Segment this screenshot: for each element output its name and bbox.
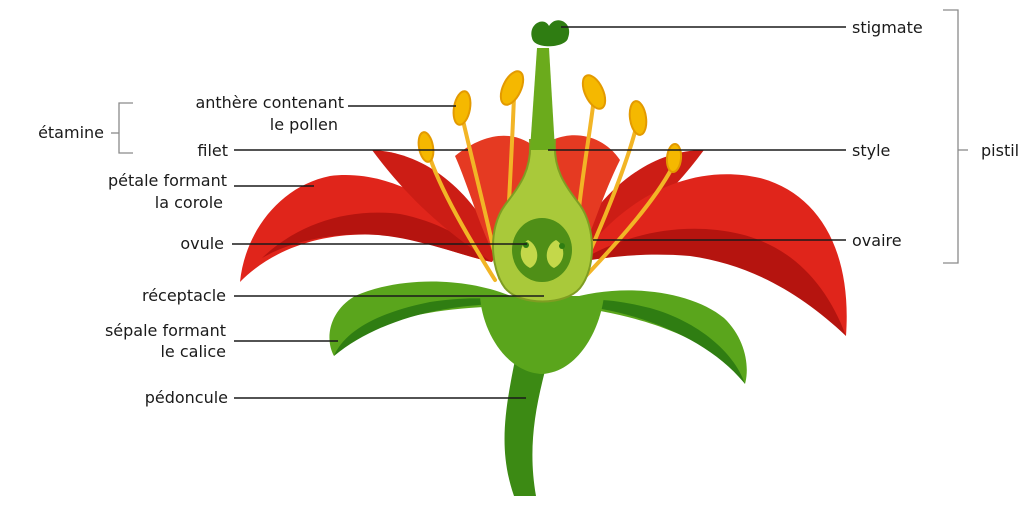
anther-4	[578, 72, 610, 112]
label-etamine: étamine	[38, 123, 104, 142]
pedoncule-stem	[505, 360, 548, 496]
ovule-dot-right	[559, 243, 565, 249]
style-column	[530, 48, 555, 150]
anther-1	[417, 131, 436, 163]
label-petale-line1: pétale formant	[108, 171, 227, 190]
label-ovaire: ovaire	[852, 231, 902, 250]
anther-2	[451, 90, 473, 126]
label-pedoncule: pédoncule	[145, 388, 228, 407]
anther-3	[496, 68, 528, 108]
label-style: style	[852, 141, 890, 160]
label-anthere-line1: anthère contenant	[195, 93, 344, 112]
label-pistil: pistil	[981, 141, 1019, 160]
label-sepale-line2: le calice	[160, 342, 226, 361]
receptacle-body	[480, 296, 604, 374]
ovule-dot-left	[523, 242, 529, 248]
label-filet: filet	[197, 141, 228, 160]
label-stigmate: stigmate	[852, 18, 923, 37]
receptacle-and-stem	[480, 296, 604, 496]
pistil-bracket	[943, 10, 968, 263]
label-anthere-line2: le pollen	[270, 115, 338, 134]
label-ovule: ovule	[180, 234, 224, 253]
stigma	[531, 20, 569, 46]
anther-5	[628, 100, 649, 136]
label-petale-line2: la corole	[155, 193, 223, 212]
label-receptacle: réceptacle	[142, 286, 226, 305]
ovary-cavity	[512, 218, 572, 282]
label-sepale-line1: sépale formant	[105, 321, 226, 340]
etamine-bracket	[111, 103, 133, 153]
